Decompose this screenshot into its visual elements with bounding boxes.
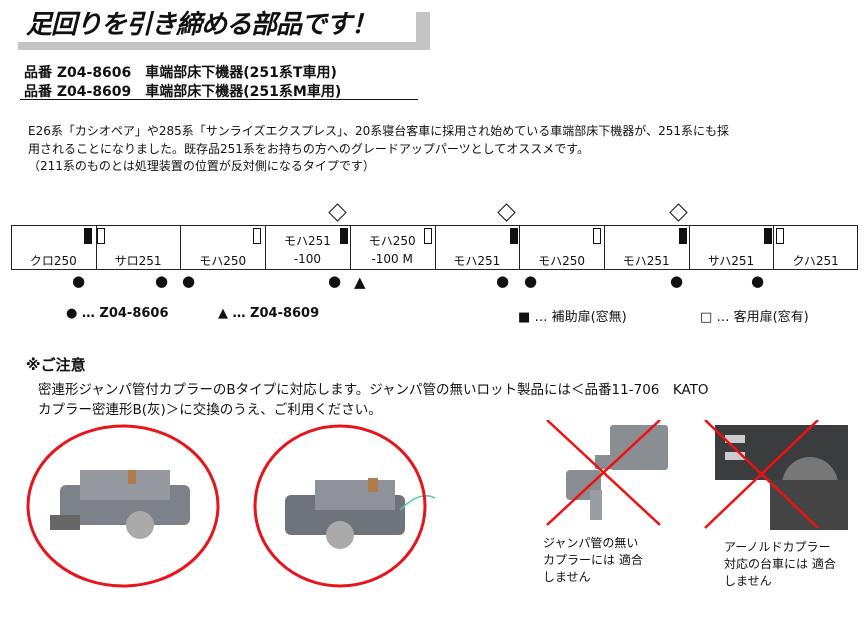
highlight-circle	[26, 424, 220, 588]
triangle-icon: ▲	[354, 273, 366, 291]
coupler-caption: ジャンパ管の無い カプラーには 適合しません	[543, 536, 643, 584]
legend-black-door: ■ … 補助扉(窓無)	[518, 306, 627, 325]
cross-mark	[546, 420, 661, 526]
description-line: 用されることになりました。既存品251系をお持ちの方へのグレードアップパーツとし…	[28, 142, 590, 156]
black-door-icon	[764, 228, 772, 244]
circle-icon: ●	[496, 272, 510, 290]
legend-white-door: □ … 客用扉(窓有)	[700, 306, 809, 325]
highlight-circle	[253, 424, 427, 588]
legend-label: … Z04-8609	[232, 306, 320, 321]
diamond-icon	[328, 203, 347, 222]
car-name: サハ251	[707, 254, 755, 268]
white-door-icon	[253, 228, 261, 244]
circle-icon: ●	[328, 272, 342, 290]
car-divider	[349, 225, 351, 270]
photos	[26, 420, 848, 588]
product-line-8609: 品番 Z04-8609 車端部床下機器(251系M車用)	[24, 84, 342, 100]
car-name: -100 M	[371, 252, 413, 266]
black-door-icon	[84, 228, 92, 244]
car-divider	[434, 225, 436, 270]
black-door-icon: ■	[518, 310, 531, 325]
car-divider	[180, 225, 182, 270]
circle-icon: ●	[72, 272, 86, 290]
car-name: クハ251	[792, 254, 839, 268]
car-name: クロ250	[29, 254, 77, 268]
car-name: モハ250	[538, 254, 585, 268]
bogie-photo-8609	[285, 478, 436, 549]
car-name: モハ251	[283, 234, 331, 248]
note-line: カプラー密連形B(灰)＞に交換のうえ、ご利用ください。	[38, 402, 382, 418]
legend-circle: ● … Z04-8606	[66, 306, 169, 321]
white-door-icon	[593, 228, 601, 244]
car-divider	[603, 225, 605, 270]
car-name: モハ250	[199, 254, 247, 268]
divider	[20, 99, 418, 100]
white-door-icon: □	[700, 310, 713, 325]
diamond-icon	[497, 203, 516, 222]
product-line-8606: 品番 Z04-8606 車端部床下機器(251系T車用)	[24, 65, 337, 81]
diamond-icon	[669, 203, 688, 222]
legend-label: … Z04-8606	[81, 306, 169, 321]
car-name: モハ251	[453, 254, 501, 268]
black-door-icon	[679, 228, 687, 244]
coupler-photo	[566, 425, 668, 520]
car-name: サロ251	[114, 254, 162, 268]
car-divider	[773, 225, 775, 270]
circle-icon: ●	[66, 306, 78, 321]
bogie-caption: アーノルドカプラー 対応の台車には 適合しません	[724, 540, 836, 588]
circle-icon: ●	[670, 272, 684, 290]
car-divider	[265, 225, 267, 270]
arnold-bogie-photo	[715, 425, 848, 530]
note-line: 密連形ジャンパ管付カプラーのBタイプに対応します。ジャンパ管の無いロット製品には…	[38, 382, 709, 398]
car-name: -100	[293, 252, 322, 266]
car-name: モハ250	[368, 234, 416, 248]
white-door-icon	[97, 228, 105, 244]
car-divider	[519, 225, 521, 270]
headline-banner	[16, 4, 416, 42]
cross-mark	[704, 420, 819, 529]
black-door-icon	[340, 228, 348, 244]
legend-label: … 補助扉(窓無)	[534, 310, 627, 325]
circle-icon: ●	[524, 272, 538, 290]
triangle-icon: ▲	[218, 306, 228, 321]
description-line: （211系のものとは処理装置の位置が反対側になるタイプです）	[28, 159, 375, 173]
bogie-photo-8606	[50, 470, 190, 539]
black-door-icon	[510, 228, 518, 244]
headline: 足回りを引き締める部品です！	[26, 10, 377, 40]
circle-icon: ●	[155, 272, 169, 290]
white-door-icon	[424, 228, 432, 244]
white-door-icon	[776, 228, 784, 244]
car-name: モハ251	[622, 254, 670, 268]
legend-label: … 客用扉(窓有)	[716, 310, 809, 325]
description-line: E26系「カシオペア」や285系「サンライズエクスプレス」、20系寝台客車に採用…	[28, 124, 729, 138]
car-divider	[95, 225, 97, 270]
circle-icon: ●	[751, 272, 765, 290]
legend-triangle: ▲ … Z04-8609	[218, 306, 319, 321]
note-title: ※ご注意	[26, 356, 86, 374]
car-divider	[688, 225, 690, 270]
circle-icon: ●	[182, 272, 196, 290]
